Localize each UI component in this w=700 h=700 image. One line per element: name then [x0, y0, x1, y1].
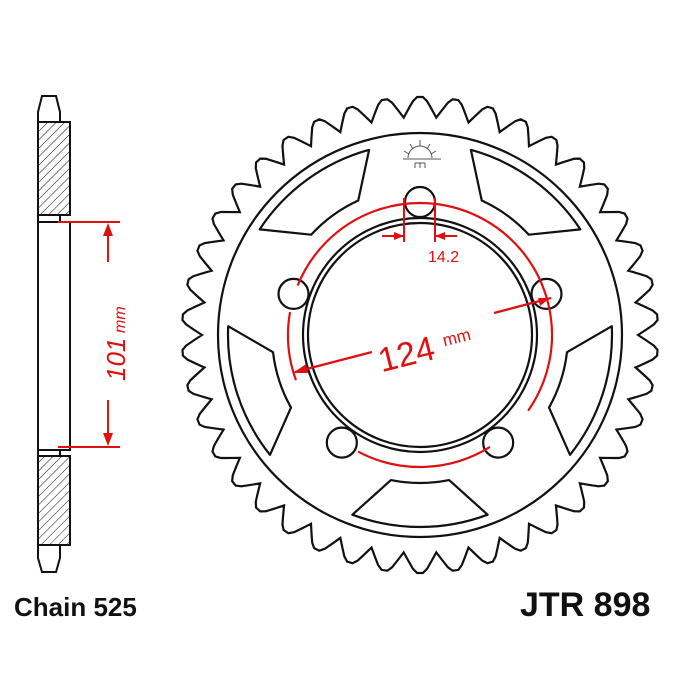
- height-value: 101: [101, 338, 131, 381]
- bolt-hole: [482, 426, 515, 459]
- bore-dimension: [286, 201, 554, 469]
- lightening-window: [547, 325, 614, 456]
- hole-dimension: [382, 198, 457, 242]
- part-number-label: JTR 898: [520, 586, 651, 624]
- hatched-section-bottom: [37, 455, 71, 546]
- bore-value: 124: [374, 329, 438, 380]
- lightening-window: [258, 148, 371, 236]
- center-bore-inner: [306, 221, 534, 449]
- logo-icon: [403, 140, 441, 168]
- bolt-hole: [325, 426, 358, 459]
- bolt-hole: [530, 277, 563, 311]
- chain-label: Chain 525: [14, 592, 137, 622]
- sprocket-teeth: [181, 95, 659, 575]
- bolt-hole: [277, 277, 310, 311]
- hole-size-label: 14.2: [428, 249, 459, 266]
- side-profile: [37, 95, 71, 573]
- height-dimension: [58, 221, 120, 448]
- hatched-section-top: [37, 121, 71, 216]
- bore-unit: mm: [441, 325, 473, 350]
- height-size-label: 101 mm: [101, 306, 131, 381]
- bore-size-label: 124 mm: [374, 325, 473, 380]
- sprocket-front: [181, 95, 659, 575]
- lightening-window: [351, 479, 489, 529]
- lightening-window: [469, 148, 582, 236]
- lightening-window: [226, 325, 293, 456]
- sprocket-ring: [216, 131, 624, 539]
- height-unit: mm: [112, 306, 129, 333]
